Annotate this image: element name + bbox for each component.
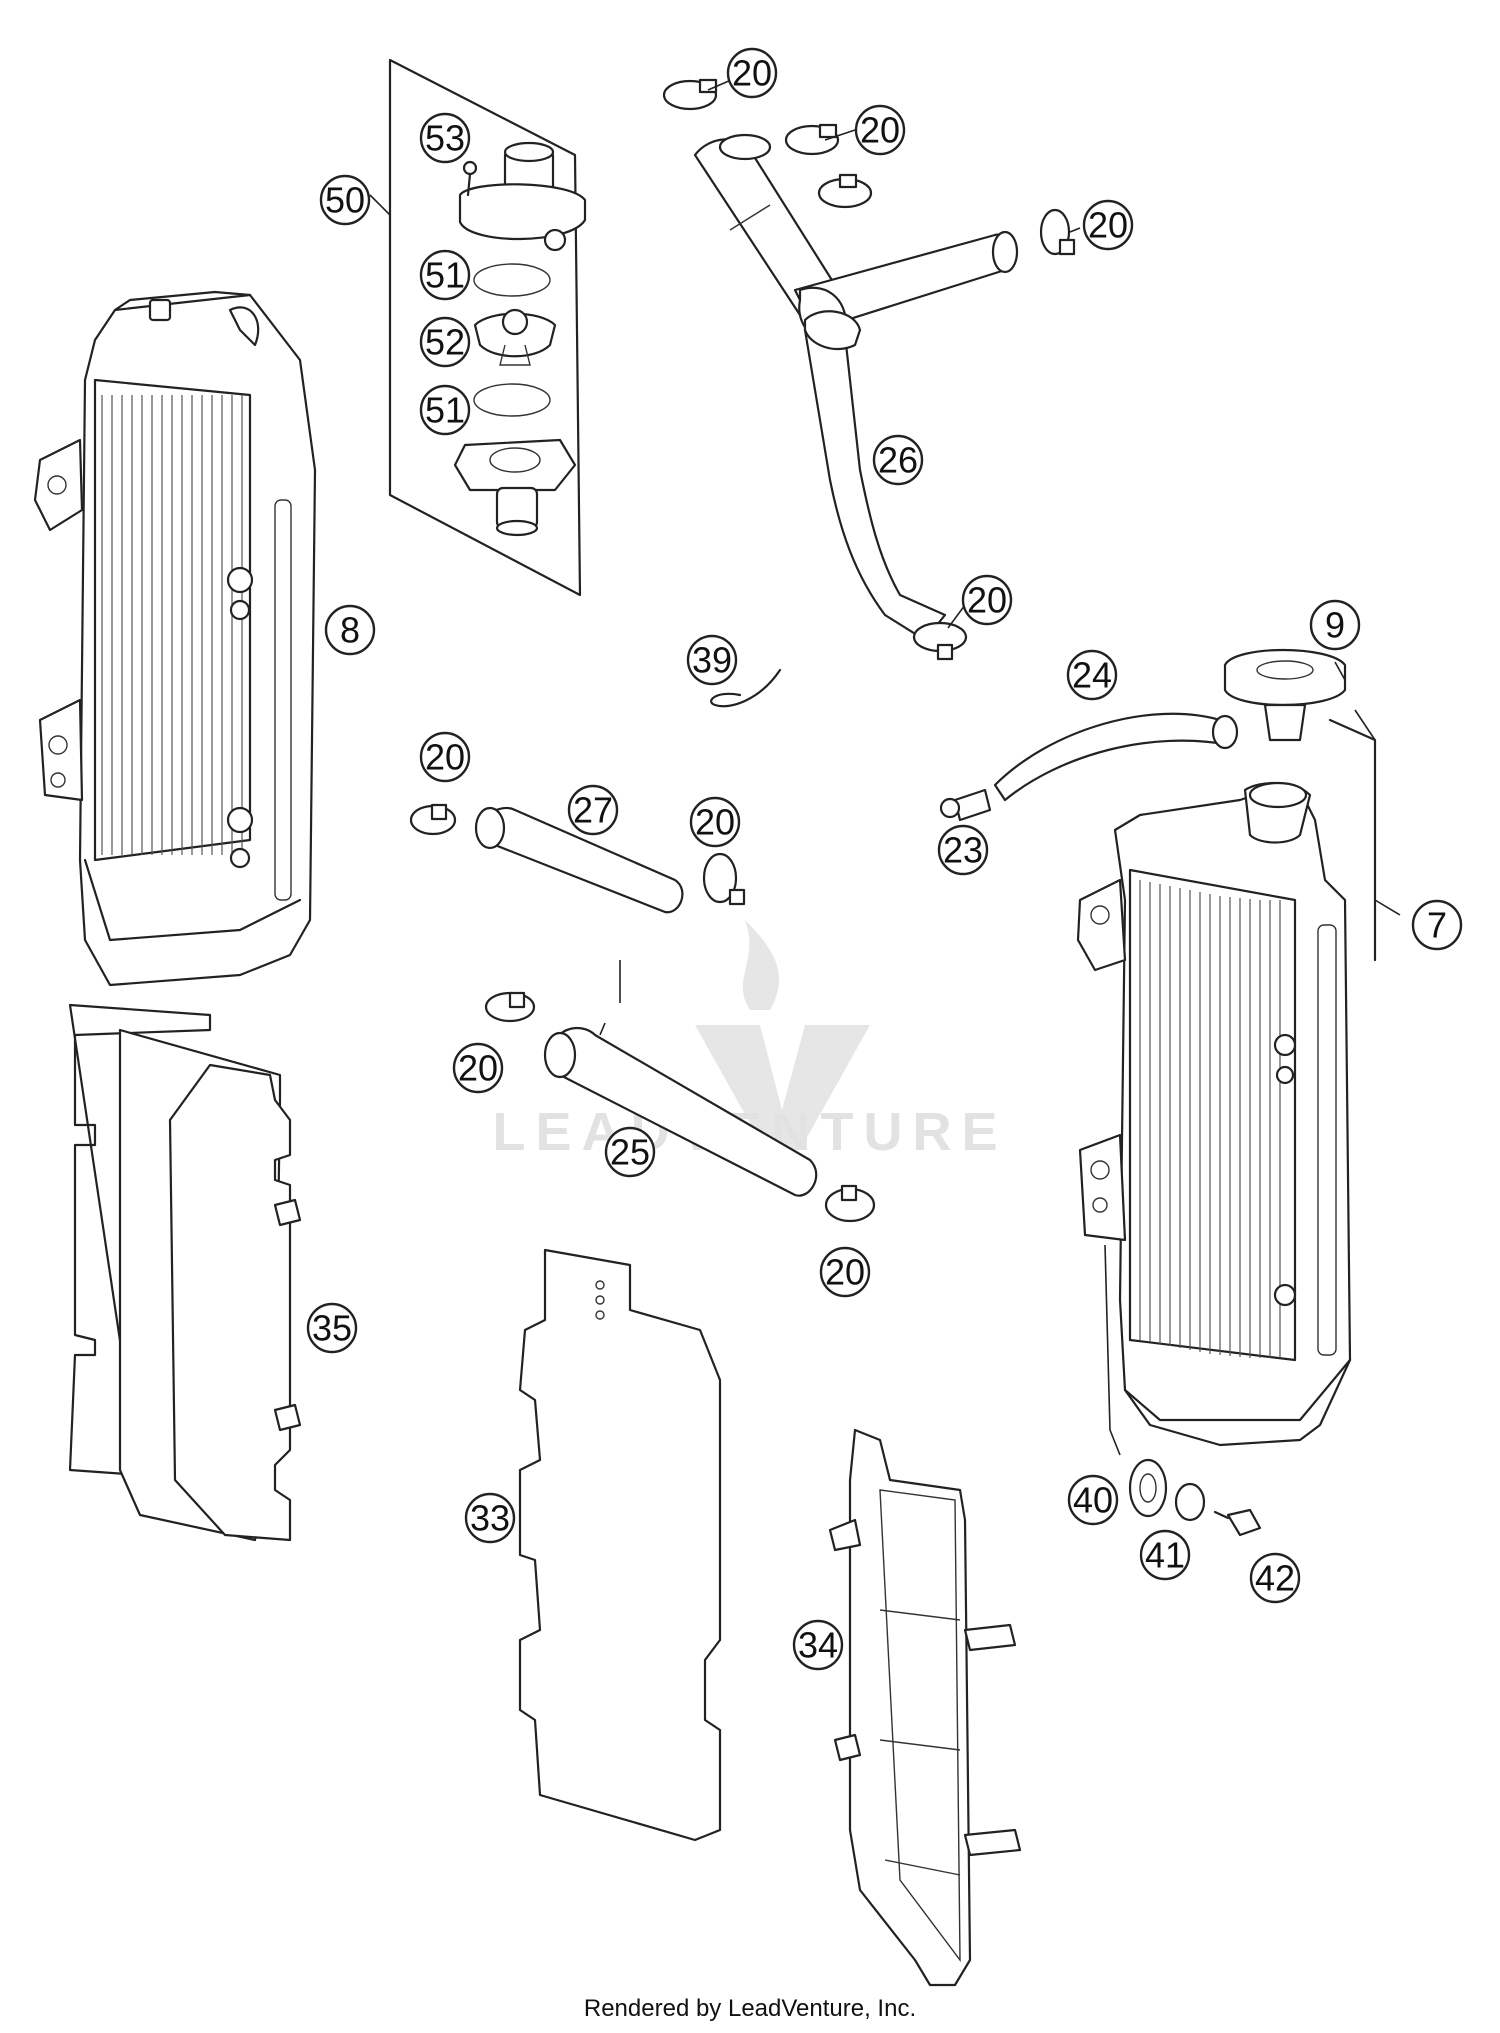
center-guard-plate (518, 1248, 722, 1842)
hose-clamp (824, 1184, 876, 1223)
svg-text:20: 20 (458, 1048, 498, 1089)
svg-text:26: 26 (878, 440, 918, 481)
hose-clamps (409, 78, 1076, 1223)
left-radiator-fins (101, 395, 243, 855)
svg-text:20: 20 (695, 802, 735, 843)
svg-text:41: 41 (1145, 1535, 1185, 1576)
callout-26: 26 (872, 434, 924, 486)
callout-39: 39 (686, 634, 738, 686)
callout-51: 51 (419, 384, 471, 436)
callout-33: 33 (464, 1492, 516, 1544)
callout-9: 9 (1309, 599, 1361, 651)
svg-text:50: 50 (325, 180, 365, 221)
callout-53: 53 (419, 112, 471, 164)
thermostat-assembly (388, 58, 587, 597)
svg-text:33: 33 (470, 1498, 510, 1539)
callout-20: 20 (452, 1042, 504, 1094)
callout-20: 20 (961, 574, 1013, 626)
right-radiator (1076, 718, 1377, 1456)
svg-text:35: 35 (312, 1308, 352, 1349)
hose-clamp (784, 123, 840, 156)
hose-clamp (484, 991, 536, 1023)
lower-hose (543, 1027, 818, 1197)
svg-text:20: 20 (825, 1252, 865, 1293)
wire-clip (710, 668, 782, 708)
right-radiator-fins (1139, 880, 1281, 1358)
callout-25: 25 (604, 1126, 656, 1178)
svg-text:23: 23 (943, 830, 983, 871)
hose-clamp (662, 78, 718, 111)
callout-42: 42 (1249, 1552, 1301, 1604)
mounting-hardware (1128, 1458, 1262, 1537)
callout-40: 40 (1067, 1474, 1119, 1526)
callout-41: 41 (1139, 1529, 1191, 1581)
callout-51: 51 (419, 249, 471, 301)
svg-text:25: 25 (610, 1132, 650, 1173)
hose-clamp (912, 621, 968, 661)
callout-20: 20 (854, 104, 906, 156)
svg-text:8: 8 (340, 610, 360, 651)
leader-lines (369, 76, 1401, 1036)
hose-clamp (702, 852, 746, 906)
hose-clamp (817, 173, 873, 209)
overflow-hose (939, 712, 1239, 822)
callout-34: 34 (792, 1619, 844, 1671)
hose-clamp (1039, 208, 1076, 256)
svg-text:27: 27 (573, 790, 613, 831)
svg-text:34: 34 (798, 1625, 838, 1666)
svg-text:51: 51 (425, 255, 465, 296)
svg-text:51: 51 (425, 390, 465, 431)
svg-text:20: 20 (860, 110, 900, 151)
callout-27: 27 (567, 784, 619, 836)
callout-52: 52 (419, 316, 471, 368)
svg-text:20: 20 (967, 580, 1007, 621)
y-hose (693, 133, 1019, 642)
svg-text:39: 39 (692, 640, 732, 681)
svg-text:42: 42 (1255, 1558, 1295, 1599)
callout-35: 35 (306, 1302, 358, 1354)
middle-hose (474, 806, 684, 914)
svg-text:40: 40 (1073, 1480, 1113, 1521)
callout-20: 20 (819, 1246, 871, 1298)
svg-text:52: 52 (425, 322, 465, 363)
radiator-cap (1223, 648, 1347, 742)
left-radiator (33, 290, 317, 987)
callout-24: 24 (1066, 649, 1118, 701)
hose-clamp (409, 803, 457, 836)
callout-8: 8 (324, 604, 376, 656)
callout-7: 7 (1411, 899, 1463, 951)
callout-20: 20 (1082, 199, 1134, 251)
footer-credit: Rendered by LeadVenture, Inc. (583, 1995, 917, 2022)
callout-23: 23 (937, 824, 989, 876)
svg-text:20: 20 (1088, 205, 1128, 246)
right-radiator-guard (828, 1428, 1022, 1987)
callout-20: 20 (419, 731, 471, 783)
svg-text:7: 7 (1427, 905, 1447, 946)
svg-text:24: 24 (1072, 655, 1112, 696)
svg-text:20: 20 (425, 737, 465, 778)
svg-text:9: 9 (1325, 605, 1345, 646)
svg-text:20: 20 (732, 53, 772, 94)
callout-20: 20 (726, 47, 778, 99)
left-radiator-guard (68, 1003, 302, 1542)
callout-50: 50 (319, 174, 371, 226)
callout-20: 20 (689, 796, 741, 848)
svg-text:53: 53 (425, 118, 465, 159)
leadventure-logo-icon (695, 920, 870, 1150)
